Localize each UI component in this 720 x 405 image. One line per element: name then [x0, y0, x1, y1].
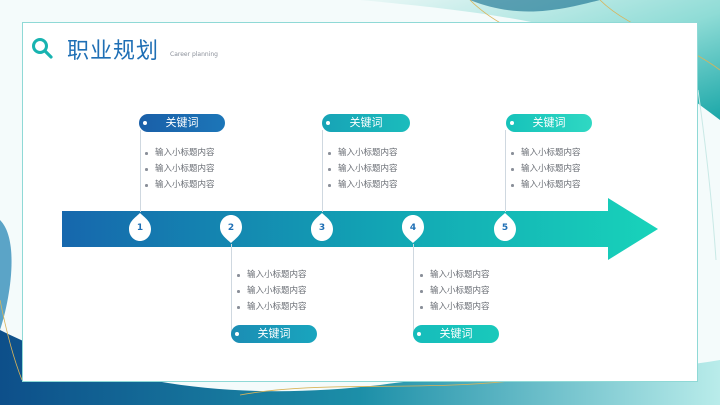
list-item: 输入小标题内容 [326, 177, 398, 193]
list-item: 输入小标题内容 [326, 145, 398, 161]
keyword-label-1: 关键词 [165, 116, 199, 129]
milestone-list-3: 输入小标题内容 输入小标题内容 输入小标题内容 [326, 145, 398, 193]
milestone-number-1: 1 [136, 223, 144, 233]
milestone-pin-3 [311, 213, 333, 241]
keyword-badge-2: 关键词 [231, 325, 317, 343]
list-item: 输入小标题内容 [418, 267, 490, 283]
milestone-pin-5 [494, 213, 516, 241]
milestone-number-4: 4 [409, 223, 417, 233]
keyword-label-5: 关键词 [532, 116, 566, 129]
connector-line-3 [322, 130, 323, 212]
list-item: 输入小标题内容 [509, 145, 581, 161]
list-item: 输入小标题内容 [235, 267, 307, 283]
keyword-badge-1: 关键词 [139, 114, 225, 132]
milestone-list-1: 输入小标题内容 输入小标题内容 输入小标题内容 [143, 145, 215, 193]
list-item: 输入小标题内容 [235, 299, 307, 315]
keyword-badge-3: 关键词 [322, 114, 410, 132]
slide-card [22, 22, 698, 382]
connector-line-2 [231, 244, 232, 334]
list-item: 输入小标题内容 [509, 161, 581, 177]
milestone-pin-4 [402, 215, 424, 243]
page-subtitle: Career planning [170, 51, 218, 58]
list-item: 输入小标题内容 [509, 177, 581, 193]
list-item: 输入小标题内容 [418, 283, 490, 299]
milestone-number-3: 3 [318, 223, 326, 233]
keyword-badge-5: 关键词 [506, 114, 592, 132]
connector-line-1 [140, 130, 141, 212]
list-item: 输入小标题内容 [143, 161, 215, 177]
timeline-arrow [62, 198, 658, 260]
search-icon [32, 38, 53, 59]
page-title: 职业规划 [67, 39, 160, 64]
keyword-label-3: 关键词 [349, 116, 383, 129]
connector-line-4 [413, 244, 414, 334]
milestone-list-2: 输入小标题内容 输入小标题内容 输入小标题内容 [235, 267, 307, 315]
milestone-number-2: 2 [227, 223, 235, 233]
milestone-number-5: 5 [501, 223, 509, 233]
milestone-pin-2 [220, 215, 242, 243]
list-item: 输入小标题内容 [326, 161, 398, 177]
milestone-list-4: 输入小标题内容 输入小标题内容 输入小标题内容 [418, 267, 490, 315]
list-item: 输入小标题内容 [143, 145, 215, 161]
keyword-label-4: 关键词 [439, 327, 473, 340]
connector-line-5 [505, 130, 506, 212]
list-item: 输入小标题内容 [418, 299, 490, 315]
list-item: 输入小标题内容 [235, 283, 307, 299]
milestone-pin-1 [129, 213, 151, 241]
keyword-label-2: 关键词 [257, 327, 291, 340]
milestone-list-5: 输入小标题内容 输入小标题内容 输入小标题内容 [509, 145, 581, 193]
keyword-badge-4: 关键词 [413, 325, 499, 343]
list-item: 输入小标题内容 [143, 177, 215, 193]
